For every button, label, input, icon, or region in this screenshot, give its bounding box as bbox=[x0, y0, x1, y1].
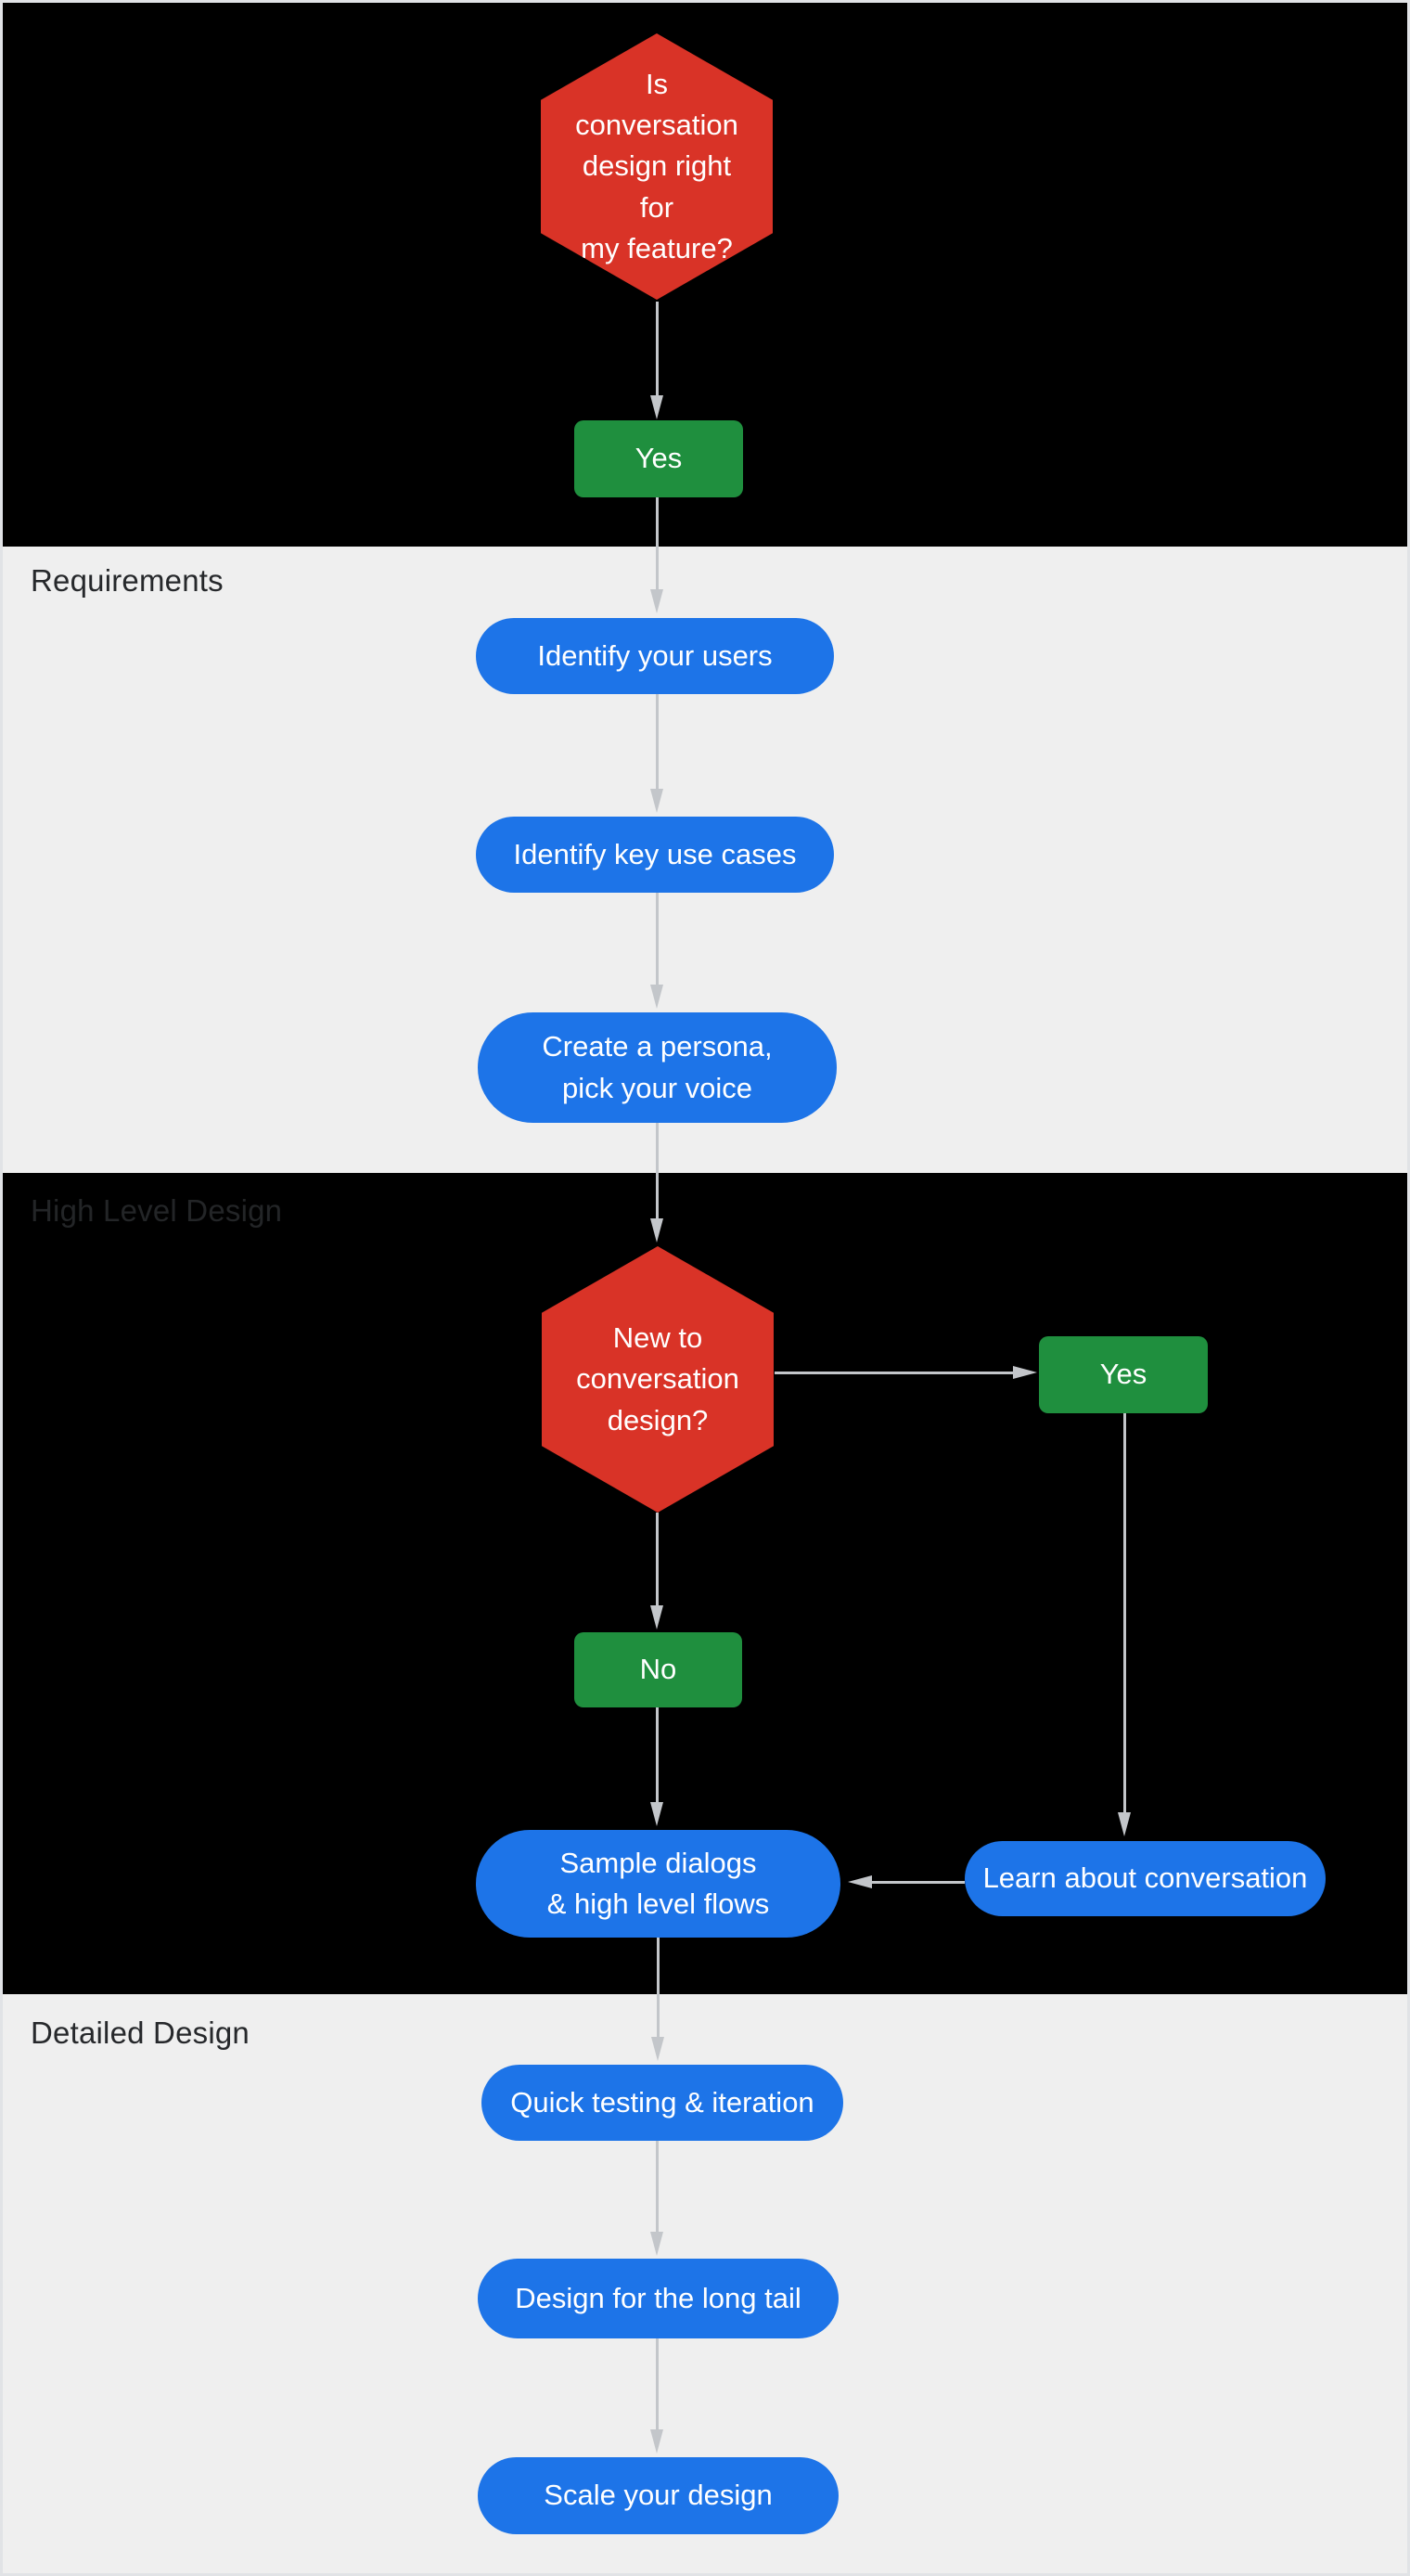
connector-q2-to-yes2-line bbox=[775, 1372, 1013, 1374]
step-identify-your-users: Identify your users bbox=[476, 618, 834, 694]
step-identify-key-use-cases: Identify key use cases bbox=[476, 817, 834, 893]
answer-no: No bbox=[574, 1632, 742, 1707]
connector-yes2-to-learn-arrowhead-icon bbox=[1118, 1812, 1131, 1836]
connector-users-to-use-cases-line bbox=[656, 694, 659, 789]
connector-q2-to-no-line bbox=[656, 1513, 659, 1605]
connector-q2-to-yes2-arrowhead-icon bbox=[1013, 1366, 1037, 1379]
step-design-for-the-long-tail: Design for the long tail bbox=[478, 2259, 839, 2338]
answer-yes-1: Yes bbox=[574, 420, 743, 497]
decision-new-to-conversation-design: New to conversation design? bbox=[542, 1246, 774, 1513]
connector-quick-testing-to-long-tail-arrowhead-icon bbox=[650, 2232, 663, 2256]
connector-persona-to-q2-arrowhead-icon bbox=[650, 1218, 663, 1243]
connector-use-cases-to-persona-line bbox=[656, 893, 659, 985]
connector-quick-testing-to-long-tail-line bbox=[656, 2141, 659, 2232]
connector-no-to-sample-dialogs-arrowhead-icon bbox=[650, 1802, 663, 1826]
connector-users-to-use-cases-arrowhead-icon bbox=[650, 789, 663, 813]
connector-use-cases-to-persona-arrowhead-icon bbox=[650, 985, 663, 1009]
connector-yes1-to-identify-users-arrowhead-icon bbox=[650, 589, 663, 613]
connector-yes1-to-identify-users-line bbox=[656, 497, 659, 589]
connector-sample-dialogs-to-quick-testing-arrowhead-icon bbox=[651, 2037, 664, 2061]
connector-q2-to-no-arrowhead-icon bbox=[650, 1605, 663, 1629]
connector-persona-to-q2-line bbox=[656, 1123, 659, 1218]
step-quick-testing-iteration: Quick testing & iteration bbox=[481, 2065, 843, 2141]
connector-yes2-to-learn-line bbox=[1123, 1413, 1126, 1812]
connector-long-tail-to-scale-line bbox=[656, 2338, 659, 2429]
connector-long-tail-to-scale-arrowhead-icon bbox=[650, 2429, 663, 2454]
connector-learn-to-sample-dialogs-arrowhead-icon bbox=[848, 1875, 872, 1888]
step-sample-dialogs-high-level-flows: Sample dialogs & high level flows bbox=[476, 1830, 840, 1938]
connector-sample-dialogs-to-quick-testing-line bbox=[657, 1938, 660, 2037]
step-scale-your-design: Scale your design bbox=[478, 2457, 839, 2534]
section-high-level-design-label: High Level Design bbox=[31, 1193, 283, 1228]
connector-no-to-sample-dialogs-line bbox=[656, 1707, 659, 1802]
connector-q1-to-yes1-line bbox=[656, 302, 659, 395]
connector-q1-to-yes1-arrowhead-icon bbox=[650, 395, 663, 419]
step-learn-about-conversation: Learn about conversation bbox=[965, 1841, 1326, 1916]
section-requirements-label: Requirements bbox=[31, 563, 224, 598]
step-create-a-persona-pick-your-voice: Create a persona, pick your voice bbox=[478, 1012, 837, 1123]
connector-learn-to-sample-dialogs-line bbox=[872, 1881, 965, 1884]
answer-yes-2: Yes bbox=[1039, 1336, 1208, 1413]
section-detailed-design-label: Detailed Design bbox=[31, 2016, 250, 2050]
decision-is-conversation-design-right: Is conversation design right for my feat… bbox=[541, 33, 773, 300]
